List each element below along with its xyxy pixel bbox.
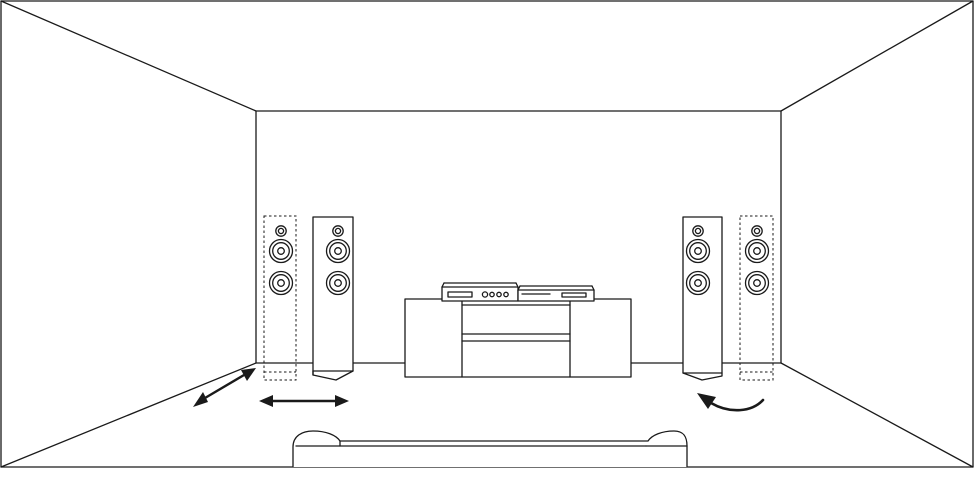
toe-in-curved-arrow — [697, 393, 765, 412]
front-right-speaker — [682, 216, 723, 381]
cd-player — [517, 285, 595, 302]
left-right-double-arrow — [259, 395, 349, 407]
diagonal-double-arrow — [193, 368, 256, 407]
front-right-speaker-alternate-position — [739, 215, 774, 381]
room-outline — [0, 0, 974, 468]
front-left-speaker-alternate-position — [263, 215, 297, 381]
front-left-speaker — [312, 216, 354, 381]
av-receiver — [441, 282, 519, 302]
media-console — [404, 298, 632, 378]
sofa-back — [292, 430, 688, 467]
